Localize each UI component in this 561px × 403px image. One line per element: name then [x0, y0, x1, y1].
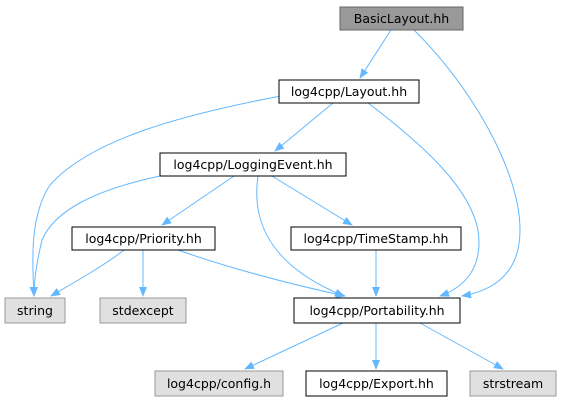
node-box	[4, 297, 66, 324]
node-label: log4cpp/Priority.hh	[85, 231, 202, 246]
edge-layout-to-string	[29, 95, 282, 297]
node-box	[154, 370, 284, 397]
node-layer: BasicLayout.hh log4cpp/Layout.hh log4cpp/L…	[4, 6, 557, 397]
node-label: log4cpp/TimeStamp.hh	[304, 231, 449, 246]
node-box	[290, 226, 462, 251]
node-label: string	[17, 303, 53, 318]
edge-basiclayout-to-layout	[359, 29, 392, 79]
node-box	[339, 6, 464, 31]
node-label: log4cpp/LoggingEvent.hh	[173, 157, 332, 172]
edge-basiclayout-to-portability	[413, 29, 521, 299]
node-priority[interactable]: log4cpp/Priority.hh	[71, 226, 216, 251]
edge-loggingevent-to-timestamp	[271, 175, 353, 226]
node-label: strstream	[483, 376, 543, 391]
node-basiclayout: BasicLayout.hh	[339, 6, 464, 31]
node-label: log4cpp/Export.hh	[319, 376, 434, 391]
node-label: log4cpp/Portability.hh	[309, 303, 444, 318]
node-export[interactable]: log4cpp/Export.hh	[305, 370, 448, 397]
edge-layout-to-portability	[367, 102, 480, 297]
node-box	[159, 152, 347, 177]
node-config: log4cpp/config.h	[154, 370, 284, 397]
edge-priority-to-portability	[177, 249, 346, 299]
edge-layer	[29, 29, 521, 370]
node-layout[interactable]: log4cpp/Layout.hh	[278, 79, 420, 104]
edge-loggingevent-to-priority	[161, 175, 235, 226]
edge-priority-to-string	[50, 249, 125, 297]
node-label: log4cpp/Layout.hh	[291, 84, 407, 99]
edge-portability-to-config	[244, 322, 344, 370]
node-strstream: strstream	[469, 370, 557, 397]
node-label: BasicLayout.hh	[354, 11, 449, 26]
edge-portability-to-strstream	[419, 322, 504, 370]
node-stdexcept: stdexcept	[99, 297, 187, 324]
node-box	[278, 79, 420, 104]
node-timestamp[interactable]: log4cpp/TimeStamp.hh	[290, 226, 462, 251]
node-box	[99, 297, 187, 324]
node-box	[293, 297, 461, 324]
node-box	[305, 370, 448, 397]
edge-loggingevent-to-string	[30, 175, 161, 297]
node-loggingevent[interactable]: log4cpp/LoggingEvent.hh	[159, 152, 347, 177]
node-label: log4cpp/config.h	[167, 376, 271, 391]
node-box	[469, 370, 557, 397]
node-label: stdexcept	[112, 303, 173, 318]
node-box	[71, 226, 216, 251]
node-portability[interactable]: log4cpp/Portability.hh	[293, 297, 461, 324]
edge-loggingevent-to-portability	[256, 175, 345, 297]
edge-layout-to-loggingevent	[274, 102, 334, 152]
node-string: string	[4, 297, 66, 324]
